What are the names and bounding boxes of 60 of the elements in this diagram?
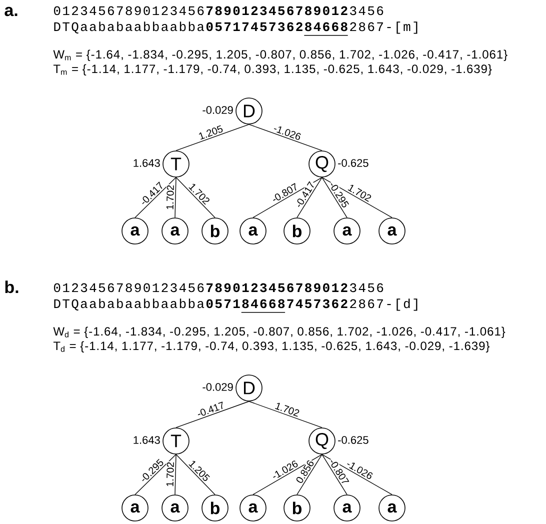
leaf-node: a xyxy=(122,494,148,522)
node-value: -0.029 xyxy=(202,383,233,391)
node-value: -0.029 xyxy=(202,106,233,114)
index-row: 0123456789012345678901234567890123456 xyxy=(54,6,384,16)
leaf-node: a xyxy=(162,494,188,522)
panel-letter: b. xyxy=(5,280,18,294)
node-value: 1.643 xyxy=(134,159,160,167)
tree-edge xyxy=(174,454,176,495)
edge-label: 1.702 xyxy=(166,184,175,211)
leaf-node: b xyxy=(202,494,228,522)
tree-edge xyxy=(134,454,176,495)
tree-edge xyxy=(296,177,322,218)
leaf-node: a xyxy=(122,218,148,244)
root-node: D xyxy=(236,374,262,402)
edge-label: 1.702 xyxy=(274,401,302,418)
tree-edge xyxy=(252,177,322,218)
leaf-node: a xyxy=(334,218,360,244)
leaf-node: b xyxy=(202,218,228,244)
set-definition: T$_{d}$ = {-1.14, 1.177, -1.179, -0.74, 0.393, 1.135, -0.625, 1.643, -0.029, -1.639} xyxy=(53,341,490,352)
set-definition: T$_{m}$ = {-1.14, 1.177, -1.179, -0.74, 0.393, 1.135, -0.625, 1.643, -0.029, -1.639} xyxy=(53,64,492,76)
node-value: 1.643 xyxy=(134,436,160,444)
tree-edge xyxy=(248,401,322,428)
set-definition: W$_{d}$ = {-1.64, -1.834, -0.295, 1.205, -0.807, 0.856, 1.702, -1.026, -0.417, -1.061} xyxy=(53,326,506,338)
leaf-node: b xyxy=(284,218,310,244)
tree-edge xyxy=(176,124,250,151)
panel-letter: a. xyxy=(4,6,18,16)
node-value: -0.625 xyxy=(338,159,368,167)
tree-node: Q xyxy=(308,428,336,454)
leaf-node: a xyxy=(334,494,360,522)
edge-label: -1.026 xyxy=(272,124,303,142)
tree-edge xyxy=(176,401,250,428)
index-row: 0123456789012345678901234567890123456 xyxy=(54,283,384,292)
tree-node: Q xyxy=(308,150,336,178)
tree-edge xyxy=(296,454,322,495)
tree-edge xyxy=(174,177,176,218)
edge-label: -0.417 xyxy=(195,400,226,418)
edge-label: 1.205 xyxy=(196,124,224,141)
tree-edge xyxy=(134,177,176,218)
tree-edge xyxy=(252,454,322,495)
tree-edge xyxy=(322,177,392,218)
leaf-node: a xyxy=(240,218,266,244)
leaf-node: a xyxy=(378,494,406,522)
leaf-node: a xyxy=(240,494,266,522)
leaf-node: a xyxy=(378,218,406,244)
root-node: D xyxy=(236,98,262,124)
node-value: -0.625 xyxy=(338,436,368,444)
edge-label: 1.702 xyxy=(166,461,175,488)
tree-edge xyxy=(322,177,348,218)
set-definition: W$_{m}$ = {-1.64, -1.834, -0.295, 1.205, -0.807, 0.856, 1.702, -1.026, -0.417, -1.061} xyxy=(53,50,508,61)
tree-edge xyxy=(322,454,348,495)
tree-edge xyxy=(176,454,216,495)
tree-edge xyxy=(248,124,322,151)
sequence-row: DTQaababaabbaabba05718466874573622867-[d] xyxy=(54,298,418,311)
sequence-row: DTQaababaabbaabba05717457362846682867-[m] xyxy=(54,22,418,34)
tree-edge xyxy=(176,177,216,218)
leaf-node: a xyxy=(162,218,188,244)
tree-node: T xyxy=(162,150,190,178)
tree-edge xyxy=(322,454,392,495)
leaf-node: b xyxy=(284,494,310,522)
tree-node: T xyxy=(162,428,190,454)
